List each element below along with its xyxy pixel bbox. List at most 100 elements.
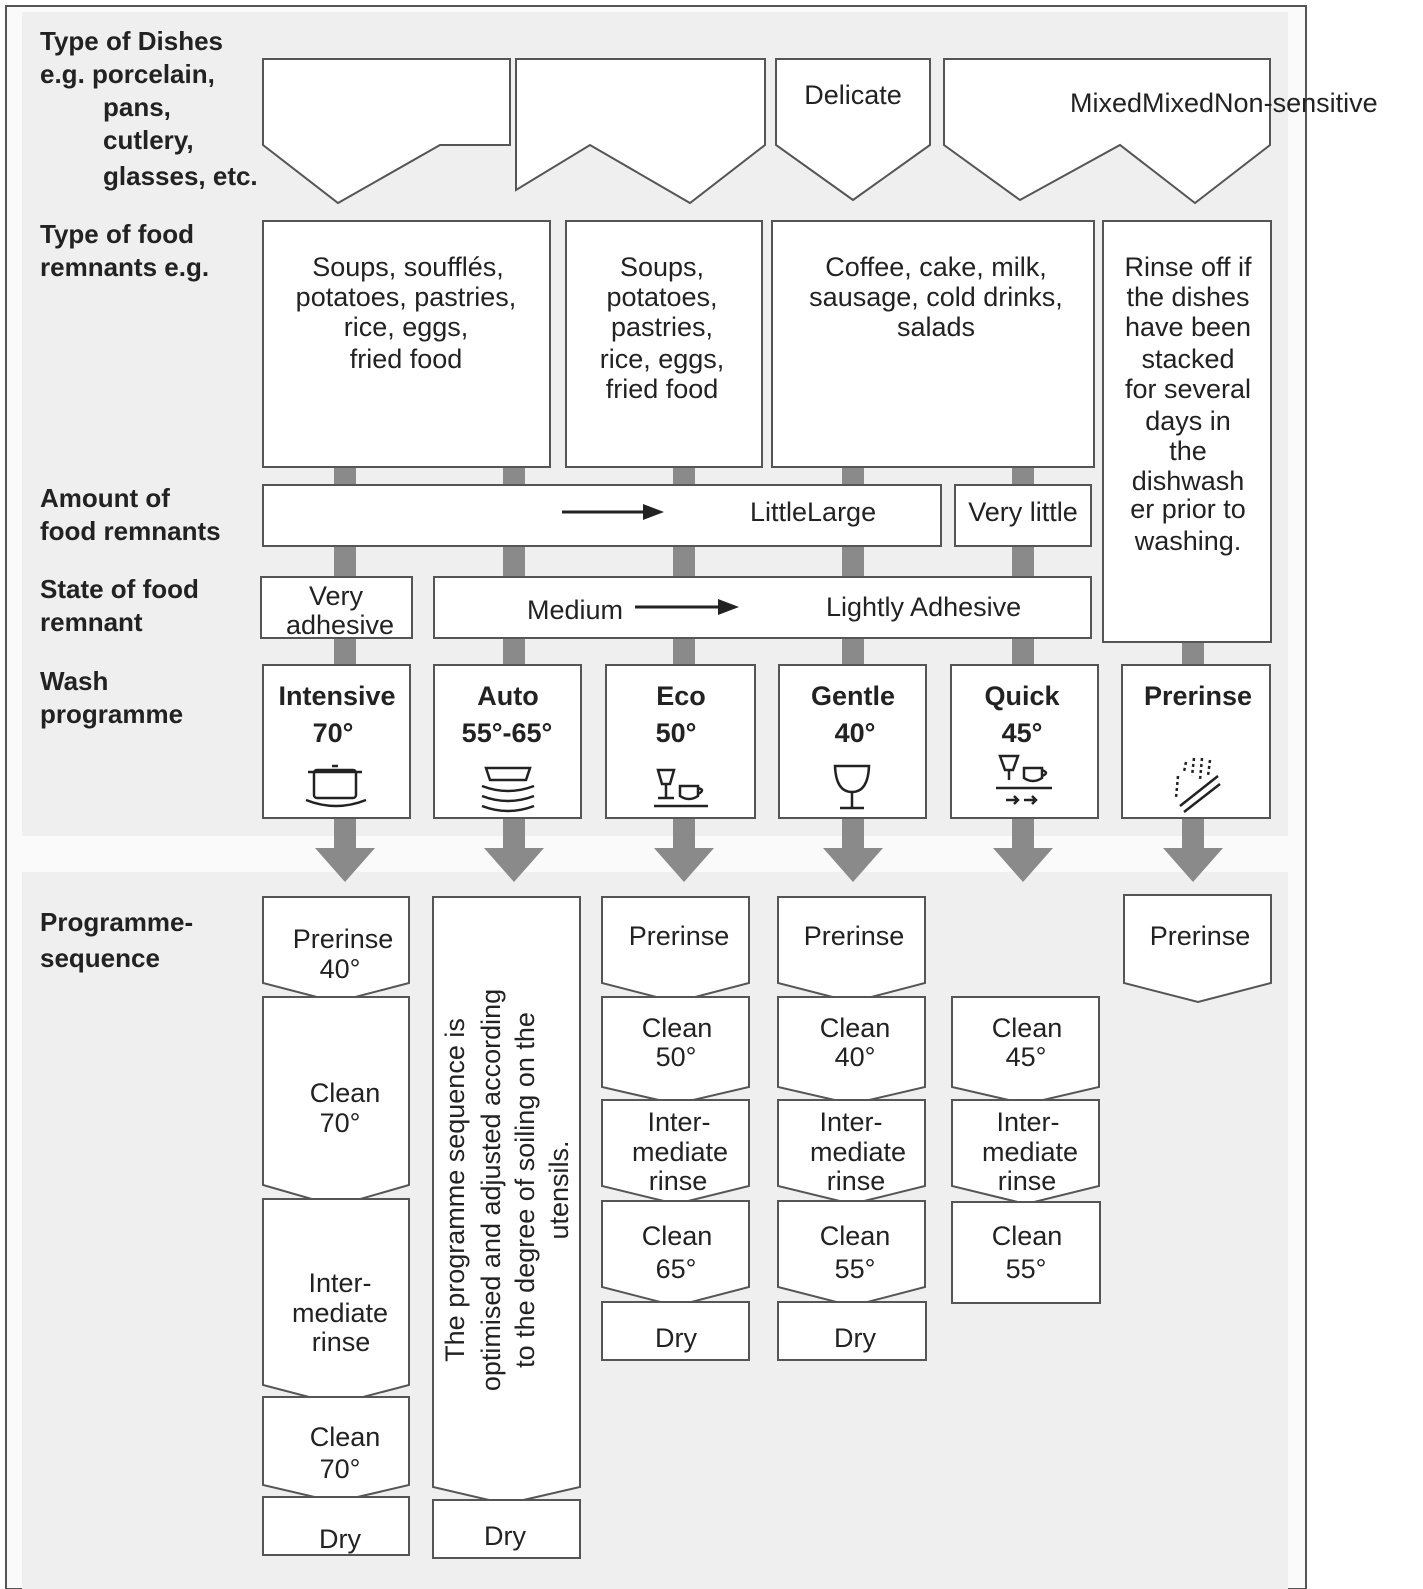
programme-label-line: programme	[40, 699, 183, 729]
food-type-label-line: Type of food	[40, 219, 194, 249]
dish-chevron-1	[262, 58, 511, 205]
glass-and-cup-icon	[654, 768, 708, 808]
seq-gentle-dry	[777, 1301, 927, 1361]
seq-eco-clean-2-line: 65°	[656, 1254, 697, 1284]
seq-gentle-clean-1-line: Clean	[820, 1013, 891, 1043]
seq-intensive-prerinse	[262, 896, 410, 1004]
seq-intensive-rinse-line: rinse	[312, 1327, 371, 1357]
arrow-intensive	[315, 818, 375, 882]
row-labels: Type of Dishes e.g. porcelain, pans, cut…	[40, 26, 258, 973]
food-type-4-line: the dishes	[1126, 282, 1249, 312]
seq-eco-clean-2	[601, 1200, 750, 1308]
food-type-4-line: stacked	[1141, 344, 1234, 374]
arrow-quick	[993, 818, 1053, 882]
rinse-spray-icon	[1174, 757, 1221, 813]
seq-eco-prerinse-text: Prerinse	[629, 921, 730, 951]
dishes-label-line: pans,	[103, 92, 171, 122]
seq-gentle-prerinse	[777, 896, 926, 1004]
seq-intensive-rinse-line: mediate	[292, 1298, 388, 1328]
food-type-4-line: er prior to	[1130, 494, 1246, 524]
seq-quick-rinse-line: Inter-	[996, 1107, 1059, 1137]
dish-chevron-mixed	[943, 58, 1271, 205]
seq-intensive-clean-1	[262, 996, 410, 1208]
seq-quick-rinse-line: mediate	[982, 1137, 1078, 1167]
food-type-1-line: Soups, soufflés,	[312, 252, 504, 282]
connector-prerinse	[1182, 642, 1204, 667]
seq-gentle-clean-2-line: Clean	[820, 1221, 891, 1251]
food-type-box-1	[262, 220, 551, 468]
flow-arrows	[315, 818, 1223, 882]
seq-intensive-clean-1-line: 70°	[320, 1108, 361, 1138]
programme-auto-box	[433, 664, 582, 819]
seq-intensive-prerinse-line: 40°	[320, 954, 361, 984]
food-type-2-line: Soups,	[620, 252, 704, 282]
seq-gentle-dry-text: Dry	[834, 1323, 876, 1353]
dish-mixed-text: MixedMixedNon-sensitive	[1070, 88, 1378, 118]
dishes-label-line: Type of Dishes	[40, 26, 223, 56]
seq-quick-clean-2	[951, 1201, 1101, 1304]
programme-gentle-name: Gentle	[811, 681, 895, 711]
seq-eco-prerinse	[601, 896, 750, 1004]
state-label-line: State of food	[40, 574, 199, 604]
seq-quick-clean-1	[951, 996, 1100, 1106]
seq-gentle-rinse-line: mediate	[810, 1137, 906, 1167]
dish-delicate-text: Delicate	[804, 80, 902, 110]
stacked-plates-icon	[481, 766, 535, 813]
seq-quick-clean-2-line: 55°	[1006, 1254, 1047, 1284]
arrow-auto	[484, 818, 544, 882]
state-label-line: remnant	[40, 607, 143, 637]
state-medium-text: Medium	[527, 595, 623, 625]
seq-quick-clean-1-line: 45°	[1006, 1042, 1047, 1072]
quick-glass-cup-icon	[996, 754, 1052, 805]
state-range-box	[433, 576, 1092, 639]
seq-gentle-rinse-line: rinse	[827, 1166, 886, 1196]
food-type-4-line: for several	[1125, 374, 1251, 404]
seq-gentle-rinse	[777, 1099, 926, 1206]
programme-quick-temp: 45°	[1002, 718, 1043, 748]
programme-eco-temp: 50°	[656, 718, 697, 748]
programme-prerinse-name: Prerinse	[1144, 681, 1252, 711]
state-very-adhesive-line: Very	[309, 581, 364, 611]
amount-label-line: food remnants	[40, 516, 221, 546]
seq-quick-rinse-line: rinse	[998, 1166, 1057, 1196]
auto-sequence-note: The programme sequence is optimised and …	[440, 989, 574, 1391]
amount-very-little-box	[954, 484, 1092, 547]
seq-intensive-rinse	[262, 1198, 410, 1406]
food-type-4-line: washing.	[1134, 526, 1242, 556]
seq-intensive-clean-1-line: Clean	[310, 1078, 381, 1108]
food-type-row: Soups, soufflés, potatoes, pastries, ric…	[262, 220, 1272, 643]
seq-auto-box	[432, 896, 581, 1506]
state-very-adhesive-line: adhesive	[286, 610, 394, 640]
dish-chevron-2	[515, 58, 766, 205]
seq-eco-rinse-line: rinse	[649, 1166, 708, 1196]
seq-eco-dry-text: Dry	[655, 1323, 697, 1353]
food-type-2-line: potatoes,	[606, 282, 717, 312]
seq-eco-clean-1-line: 50°	[656, 1042, 697, 1072]
programme-auto-name: Auto	[477, 681, 538, 711]
wine-glass-icon	[833, 764, 871, 810]
food-type-1-line: potatoes, pastries,	[296, 282, 517, 312]
amount-very-little-text: Very little	[968, 497, 1078, 527]
seq-auto-dry	[432, 1499, 581, 1559]
seq-eco-dry	[601, 1301, 750, 1361]
programme-row: Intensive 70° Auto 55°-65° Eco 50° Gentl…	[262, 664, 1271, 819]
seq-gentle-clean-2	[777, 1200, 926, 1308]
amount-arrow	[562, 504, 664, 520]
food-type-1-line: fried food	[350, 344, 463, 374]
seq-intensive-clean-2	[262, 1396, 410, 1504]
seq-prerinse-prerinse	[1123, 894, 1272, 1004]
programme-auto-temp: 55°-65°	[462, 718, 553, 748]
sequence-label-line: sequence	[40, 943, 160, 973]
food-type-3-line: Coffee, cake, milk,	[825, 252, 1047, 282]
amount-range-box	[262, 484, 942, 547]
programme-quick-box	[950, 664, 1099, 819]
food-type-2-line: rice, eggs,	[600, 344, 725, 374]
food-type-4-line: dishwash	[1132, 466, 1245, 496]
seq-intensive-dry-text: Dry	[319, 1524, 361, 1554]
seq-prerinse-text: Prerinse	[1150, 921, 1251, 951]
seq-gentle-prerinse-text: Prerinse	[804, 921, 905, 951]
seq-eco-rinse-line: mediate	[632, 1137, 728, 1167]
seq-gentle-clean-1	[777, 996, 926, 1106]
